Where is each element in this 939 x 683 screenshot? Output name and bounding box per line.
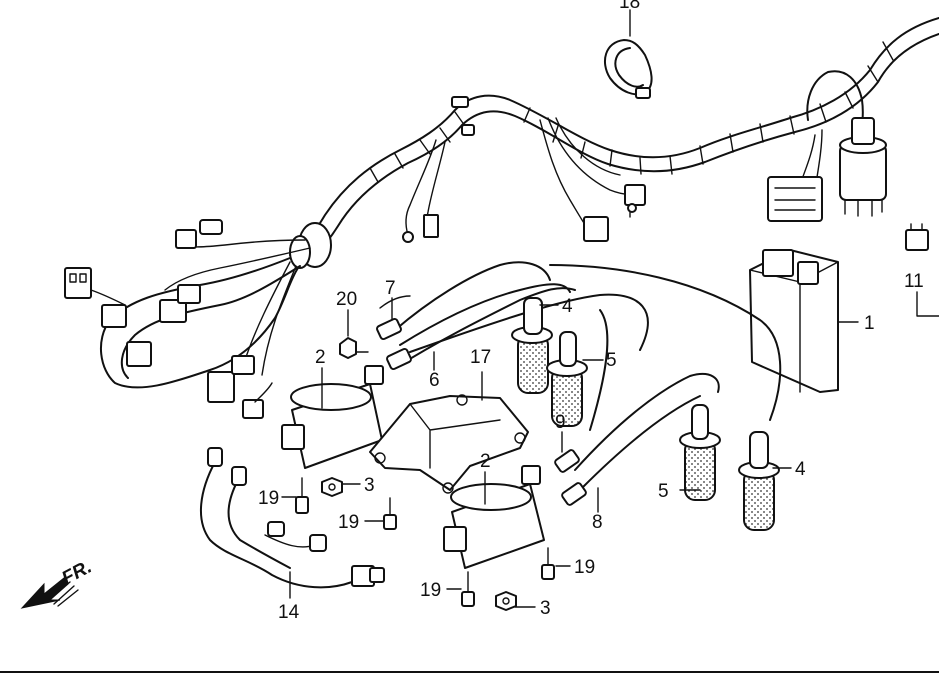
- callout-9: 9: [555, 412, 566, 433]
- sub-harness: [199, 447, 385, 589]
- callout-4-upper: 4: [562, 296, 573, 317]
- plug-cap-5-upper: [546, 331, 588, 427]
- coil-bracket: [369, 394, 529, 494]
- callout-14: 14: [278, 602, 300, 623]
- callout-3-lower: 3: [540, 598, 551, 619]
- callout-5-lower: 5: [658, 481, 669, 502]
- callout-17: 17: [470, 347, 491, 368]
- small-connector: [905, 223, 939, 317]
- high-tension-leads: [379, 261, 782, 489]
- callout-5-upper: 5: [606, 350, 617, 371]
- callout-19-right: 19: [574, 557, 595, 578]
- callout-6: 6: [429, 370, 440, 391]
- plug-cap-4-upper: [511, 297, 553, 394]
- callout-18: 18: [619, 0, 640, 13]
- ignition-control-module: [749, 249, 839, 393]
- fasteners: [295, 337, 555, 611]
- callout-2-lower: 2: [480, 451, 491, 472]
- band-clamp: [604, 39, 653, 99]
- lead-terminals: [376, 317, 587, 506]
- callout-11: 11: [904, 271, 924, 292]
- callout-19-bottom: 19: [420, 580, 441, 601]
- ignition-coil-lower: [443, 465, 545, 569]
- callout-1: 1: [864, 313, 875, 334]
- callout-4-lower: 4: [795, 459, 806, 480]
- plug-cap-5-lower: [679, 404, 721, 501]
- ignition-coil-upper: [281, 365, 384, 469]
- leader-lines: [281, 9, 859, 608]
- front-direction-arrow-icon: FR.: [20, 557, 95, 609]
- callouts: 1 2 2 3 3 4 4 5 5 6 7 8 9 11 14 17 18 19…: [258, 0, 924, 623]
- callout-19-middle: 19: [338, 512, 359, 533]
- callout-19-left: 19: [258, 488, 279, 509]
- callout-20: 20: [336, 289, 357, 310]
- relay-unit: [839, 117, 887, 217]
- callout-8: 8: [592, 512, 603, 533]
- callout-3-upper: 3: [364, 475, 375, 496]
- callout-7: 7: [385, 278, 396, 299]
- callout-2-upper: 2: [315, 347, 326, 368]
- plug-cap-4-lower: [738, 431, 780, 531]
- harness-connectors: [64, 96, 823, 419]
